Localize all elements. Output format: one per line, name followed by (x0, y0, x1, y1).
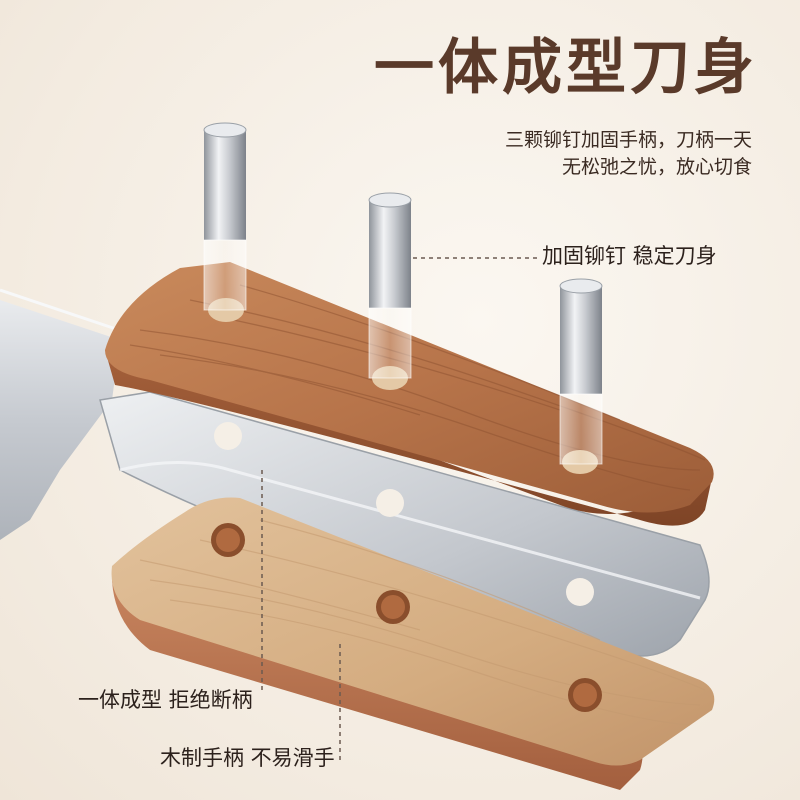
rivet-1 (203, 122, 247, 311)
callout-rivets: 加固铆钉 稳定刀身 (542, 244, 717, 268)
knife-tang (99, 391, 710, 657)
rivet-3 (559, 278, 603, 465)
tang-hole-3 (566, 578, 594, 606)
tang-hole-1 (214, 422, 242, 450)
rivet-2 (368, 192, 412, 379)
knife-blade (0, 288, 126, 540)
callout-wood-handle: 木制手柄 不易滑手 (160, 746, 335, 770)
callout-one-piece: 一体成型 拒绝断柄 (78, 688, 253, 712)
subtitle-line-2: 无松弛之忧，放心切食 (561, 156, 752, 178)
subtitle-line-1: 三颗铆钉加固手柄，刀柄一天 (504, 129, 752, 151)
headline: 一体成型刀身 (374, 33, 758, 103)
tang-hole-2 (376, 489, 404, 517)
lower-wood-handle (111, 497, 715, 790)
